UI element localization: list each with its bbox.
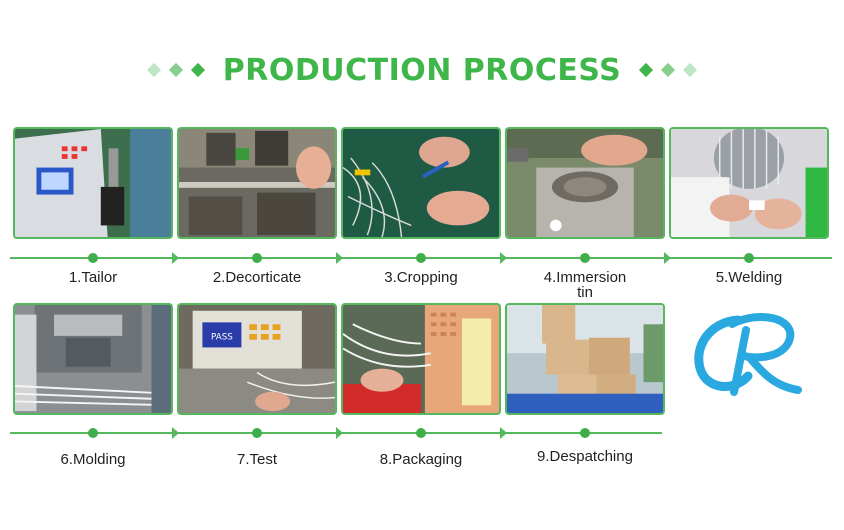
step-label: 1.Tailor [68, 269, 118, 286]
timeline-dot [416, 428, 426, 438]
boxes-on-pallet-photo [505, 303, 665, 415]
packaging-photo [341, 303, 501, 415]
title-row: PRODUCTION PROCESS [0, 48, 844, 92]
step-label: 9.Despatching [537, 448, 633, 465]
molding-machine-photo [13, 303, 173, 415]
welding-photo [669, 127, 829, 239]
timeline-dot [580, 253, 590, 263]
step-label: 5.Welding [715, 269, 783, 286]
arrow-right-icon [336, 252, 343, 264]
tin-immersion-photo [505, 127, 665, 239]
diamond-icon [168, 62, 183, 78]
diamond-icon [661, 62, 676, 78]
diamond-icon [683, 62, 698, 78]
diamond-icon [639, 62, 654, 78]
arrow-right-icon [664, 252, 671, 264]
arrow-right-icon [172, 427, 179, 439]
timeline-dot [580, 428, 590, 438]
step-label: 7.Test [236, 451, 278, 468]
step-label: 3.Cropping [384, 269, 458, 286]
page-title: PRODUCTION PROCESS [222, 52, 622, 88]
timeline-dot [252, 428, 262, 438]
brand-logo [694, 313, 802, 396]
timeline-dot [88, 428, 98, 438]
diamond-icon [190, 62, 205, 78]
arrow-right-icon [500, 427, 507, 439]
step-label: 8.Packaging [379, 451, 463, 468]
arrow-right-icon [172, 252, 179, 264]
step-label: 6.Molding [60, 451, 126, 468]
step-label: 4.Immersion tin [543, 269, 627, 301]
timeline-dot [744, 253, 754, 263]
cutting-machine-photo [13, 127, 173, 239]
wire-cropping-photo [341, 127, 501, 239]
wire-stripping-photo [177, 127, 337, 239]
diamond-icon [146, 62, 161, 78]
timeline-dot [88, 253, 98, 263]
arrow-right-icon [500, 252, 507, 264]
arrow-right-icon [336, 427, 343, 439]
timeline-dot [416, 253, 426, 263]
step-label: 2.Decorticate [212, 269, 302, 286]
test-machine-photo: PASS [177, 303, 337, 415]
timeline-dot [252, 253, 262, 263]
pass-screen-text: PASS [211, 333, 233, 343]
